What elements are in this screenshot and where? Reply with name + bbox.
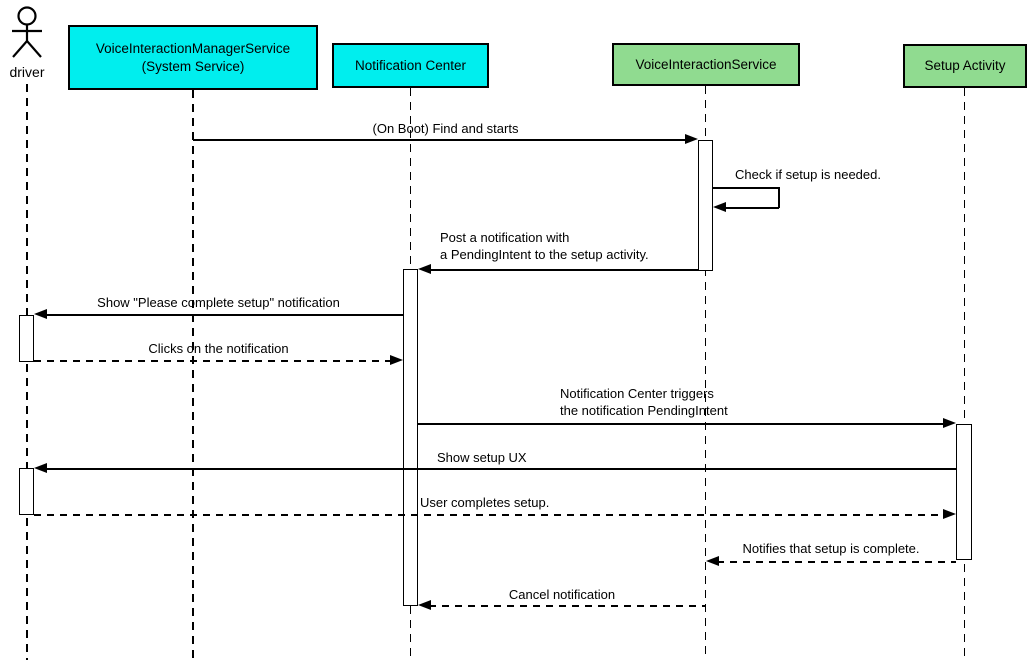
actor-driver-label: driver: [9, 64, 45, 80]
message-line-check-setup-side: [778, 187, 780, 208]
message-line-user-completes-setup: [34, 514, 945, 516]
arrowhead-icon: [34, 309, 47, 319]
participant-voice-interaction-service: VoiceInteractionService: [612, 43, 800, 86]
message-line-check-setup-back: [726, 207, 779, 209]
message-label-user-completes-setup: User completes setup.: [420, 495, 550, 510]
message-line-notifies-complete: [717, 561, 956, 563]
message-label-triggers-pendingintent: Notification Center triggers the notific…: [560, 386, 728, 418]
message-line-show-notification: [45, 314, 403, 316]
message-label-check-setup: Check if setup is needed.: [735, 167, 881, 182]
message-line-cancel-notification: [429, 605, 706, 607]
message-label-post-notification: Post a notification with a PendingIntent…: [440, 230, 649, 262]
message-label-find-and-starts: (On Boot) Find and starts: [372, 121, 519, 136]
activation-driver-2: [19, 468, 34, 515]
message-line-find-and-starts: [193, 139, 687, 141]
stick-figure-icon: [12, 6, 42, 58]
message-line-post-notification: [429, 269, 698, 271]
activation-notification-center: [403, 269, 418, 606]
arrowhead-icon: [685, 134, 698, 144]
message-line-show-setup-ux: [45, 468, 956, 470]
arrowhead-icon: [418, 264, 431, 274]
arrowhead-icon: [713, 202, 726, 212]
arrowhead-icon: [706, 556, 719, 566]
arrowhead-icon: [943, 509, 956, 519]
message-label-cancel-notification: Cancel notification: [508, 587, 616, 602]
message-label-show-notification: Show "Please complete setup" notificatio…: [97, 295, 340, 310]
message-label-clicks-notification: Clicks on the notification: [148, 341, 289, 356]
activation-voice-interaction-service: [698, 140, 713, 271]
lifeline-vims: [192, 90, 194, 660]
lifeline-voice-interaction-service: [705, 86, 707, 660]
message-line-triggers-pendingintent: [418, 423, 945, 425]
lifeline-setup-activity: [964, 88, 966, 660]
participant-setup-activity-label: Setup Activity: [924, 58, 1006, 74]
arrowhead-icon: [943, 418, 956, 428]
participant-setup-activity: Setup Activity: [903, 44, 1027, 88]
participant-notification-center: Notification Center: [332, 43, 489, 88]
participant-voice-interaction-service-label: VoiceInteractionService: [635, 56, 777, 72]
actor-driver: driver: [0, 6, 54, 86]
participant-vims: VoiceInteractionManagerService (System S…: [68, 25, 318, 90]
participant-vims-label: VoiceInteractionManagerService (System S…: [95, 40, 291, 74]
message-line-check-setup-out: [713, 187, 779, 189]
arrowhead-icon: [390, 355, 403, 365]
message-label-show-setup-ux: Show setup UX: [437, 450, 527, 465]
activation-setup-activity: [956, 424, 972, 560]
arrowhead-icon: [418, 600, 431, 610]
participant-notification-center-label: Notification Center: [354, 57, 467, 73]
lifeline-driver: [26, 84, 28, 660]
activation-driver-1: [19, 315, 34, 362]
arrowhead-icon: [34, 463, 47, 473]
message-line-clicks-notification: [34, 360, 392, 362]
message-label-notifies-complete: Notifies that setup is complete.: [742, 541, 920, 556]
